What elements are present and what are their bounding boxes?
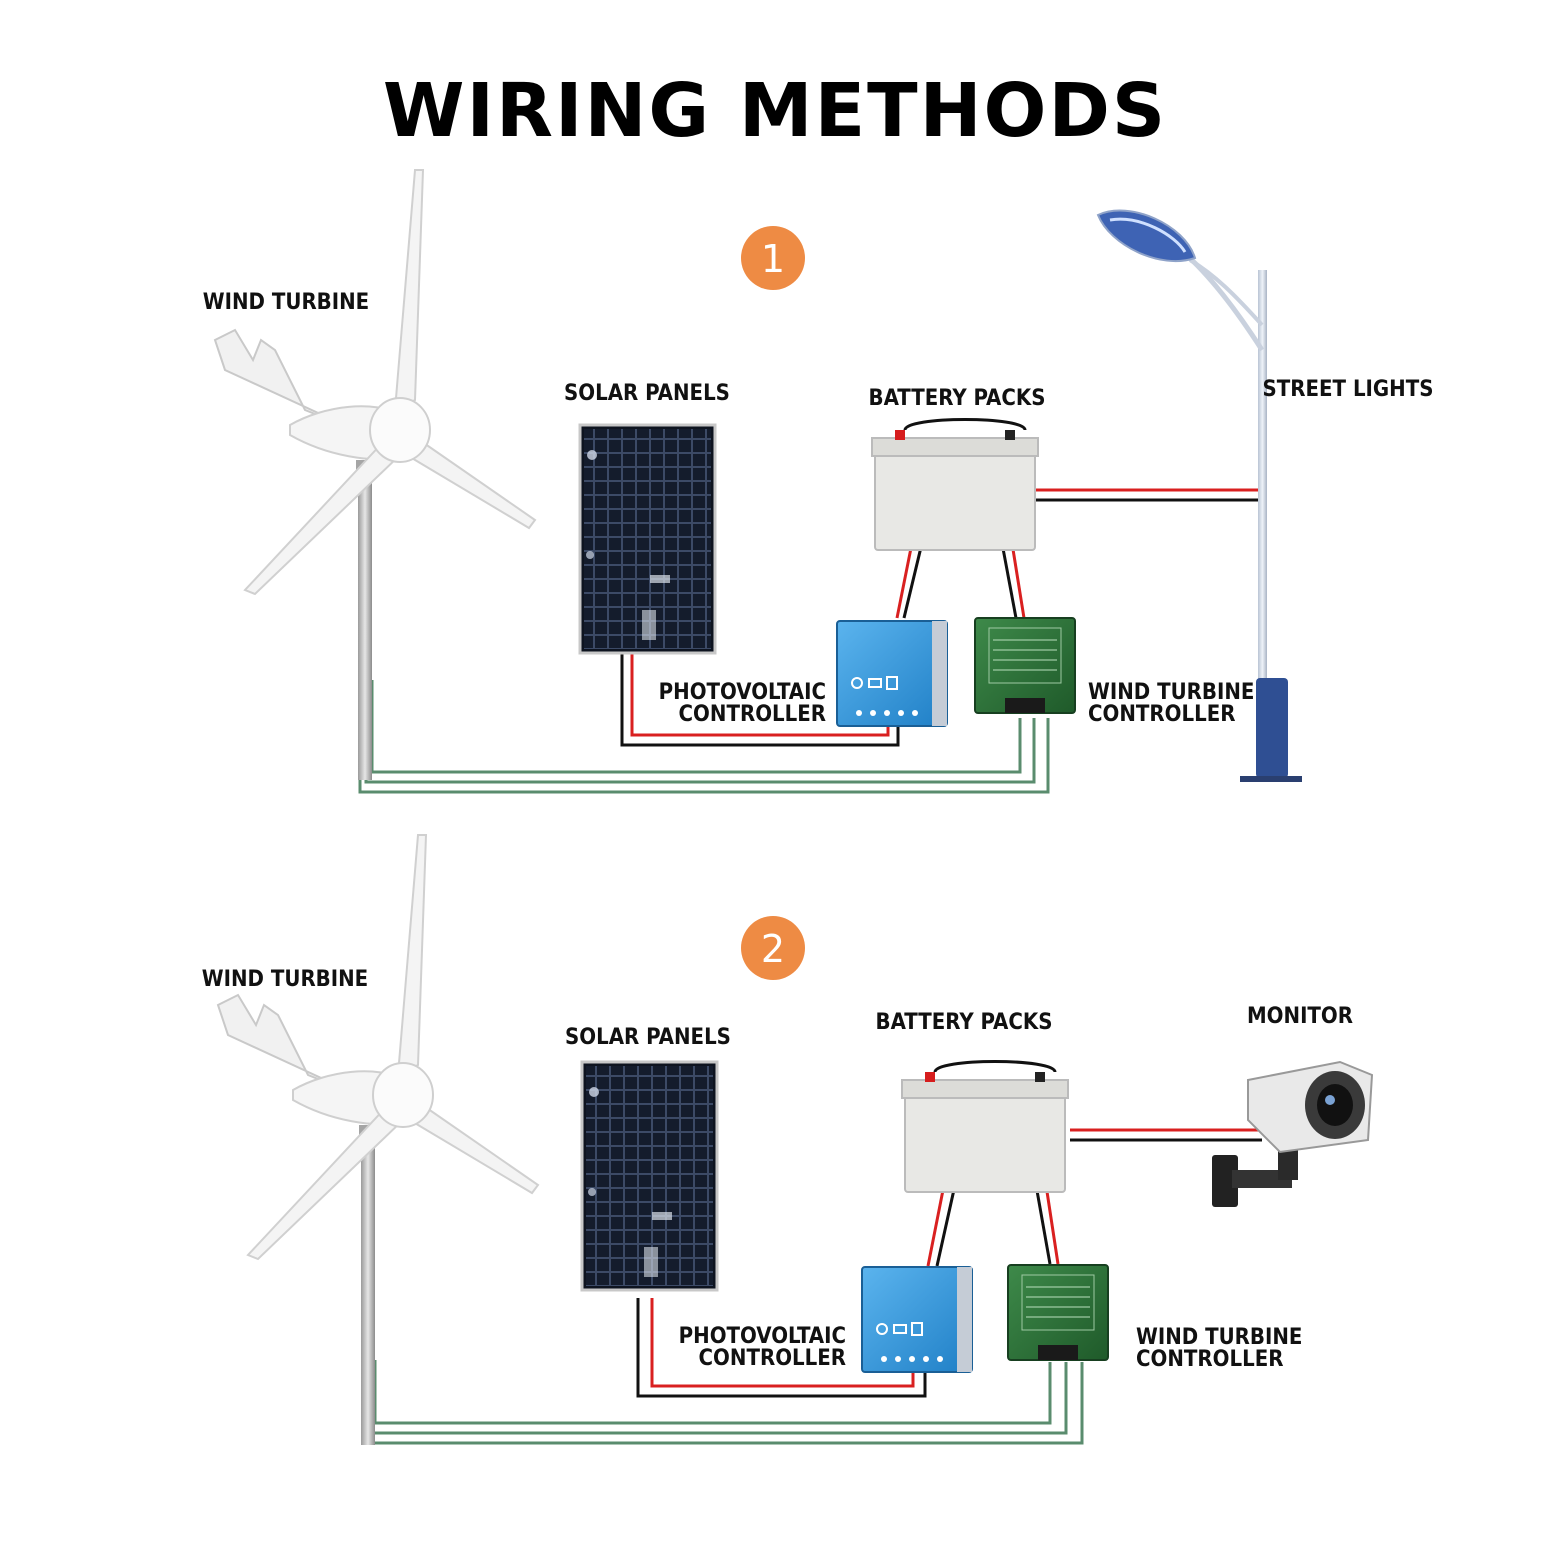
diagram-2: 2 WIND TURBINE (202, 834, 1374, 1446)
solar-panels-label-2: SOLAR PANELS (565, 1025, 731, 1050)
street-light-image (1096, 209, 1302, 782)
pv-controller-image-2 (861, 1266, 973, 1373)
diagram-1: 1 (203, 169, 1434, 794)
wind-turbine-image-2 (217, 834, 539, 1446)
wind-turbine-label-2: WIND TURBINE (202, 967, 368, 992)
wires-2 (361, 1128, 1262, 1445)
battery-packs-label-1: BATTERY PACKS (869, 386, 1046, 411)
pv-controller-label-1b: CONTROLLER (679, 702, 826, 727)
pv-controller-label-2a: PHOTOVOLTAIC (679, 1324, 846, 1349)
battery-image-2 (900, 1060, 1070, 1194)
page-title: WIRING METHODS (383, 68, 1167, 154)
wind-turbine-image-1 (214, 169, 536, 781)
wind-controller-image-2 (1007, 1264, 1109, 1361)
wt-controller-label-2b: CONTROLLER (1136, 1347, 1283, 1372)
wt-controller-label-1b: CONTROLLER (1088, 702, 1235, 727)
wires-1 (358, 488, 1262, 794)
solar-panel-image-1 (578, 423, 717, 655)
monitor-label: MONITOR (1247, 1004, 1353, 1029)
step-badge-1 (741, 226, 805, 290)
step-badge-1-number: 1 (761, 237, 785, 281)
wind-turbine-label-1: WIND TURBINE (203, 290, 369, 315)
street-lights-label: STREET LIGHTS (1263, 377, 1434, 402)
battery-image-1 (870, 418, 1040, 552)
wind-controller-image-1 (974, 617, 1076, 714)
battery-packs-label-2: BATTERY PACKS (876, 1010, 1053, 1035)
pv-controller-label-1a: PHOTOVOLTAIC (659, 680, 826, 705)
solar-panel-image-2 (580, 1060, 719, 1292)
solar-panels-label-1: SOLAR PANELS (564, 381, 730, 406)
wt-controller-label-1a: WIND TURBINE (1088, 680, 1254, 705)
wt-controller-label-2a: WIND TURBINE (1136, 1325, 1302, 1350)
step-badge-2-number: 2 (761, 927, 785, 971)
pv-controller-label-2b: CONTROLLER (699, 1346, 846, 1371)
step-badge-2 (741, 916, 805, 980)
pv-controller-image-1 (836, 620, 948, 727)
security-camera-image (1212, 1060, 1374, 1207)
